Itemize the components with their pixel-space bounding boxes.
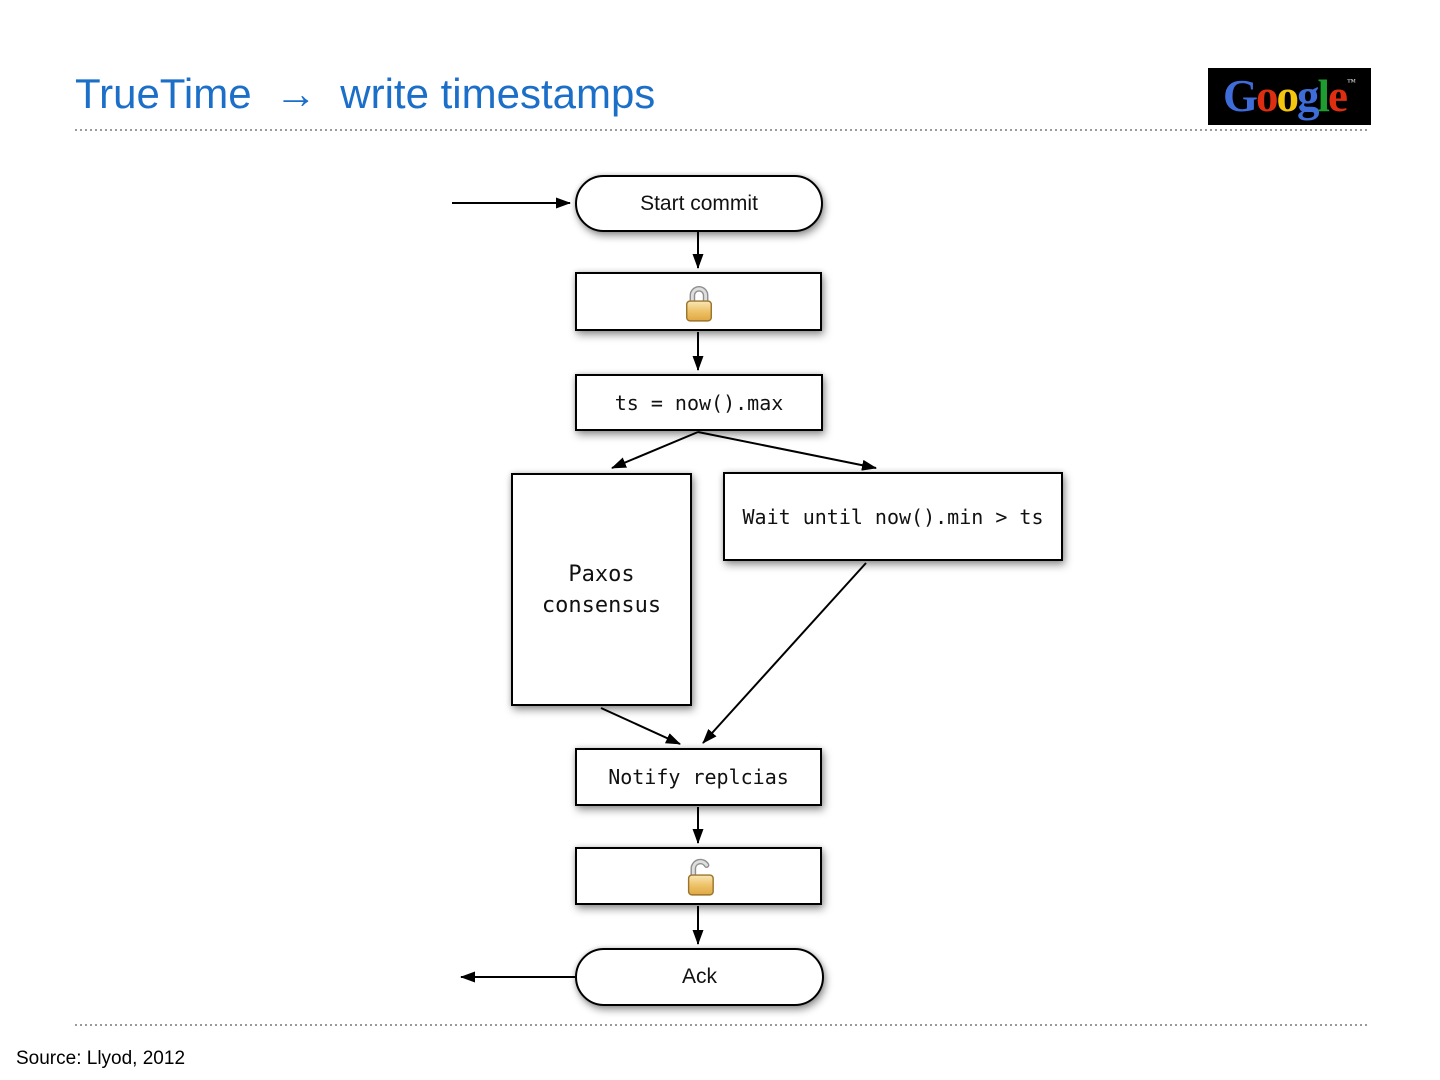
node-notify-replicas: Notify replcias <box>575 748 822 806</box>
node-acquire-locks <box>575 272 822 331</box>
node-wait-until: Wait until now().min > ts <box>723 472 1063 561</box>
edge-wait-to-notify <box>702 562 867 744</box>
lock-closed-icon <box>685 285 712 322</box>
node-paxos-consensus: Paxos consensus <box>511 473 692 706</box>
logo-letter: e <box>1328 71 1348 121</box>
logo-letter: G <box>1222 71 1258 121</box>
logo-letter: l <box>1317 71 1330 121</box>
google-logo-word: G o o g l e ™ <box>1223 74 1356 119</box>
node-label: Start commit <box>640 191 758 215</box>
trademark-symbol: ™ <box>1347 77 1356 87</box>
header-divider <box>75 129 1370 131</box>
node-start-commit: Start commit <box>575 175 823 232</box>
edge-paxos-to-notify <box>600 707 681 745</box>
node-assign-timestamp: ts = now().max <box>575 374 823 431</box>
google-logo: G o o g l e ™ <box>1208 68 1371 125</box>
edge-assign-to-paxos <box>611 431 699 469</box>
node-label: Ack <box>681 965 717 988</box>
node-ack: Ack <box>575 948 824 1006</box>
node-label: Wait until now().min > ts <box>742 504 1044 529</box>
page-title: TrueTime → write timestamps <box>75 70 656 117</box>
node-label: Paxos consensus <box>541 561 662 618</box>
node-release-locks <box>575 847 822 905</box>
node-label: ts = now().max <box>614 390 784 415</box>
lock-open-icon <box>687 858 714 896</box>
logo-letter: o <box>1276 71 1299 121</box>
logo-letter: g <box>1297 71 1319 121</box>
node-label: Notify replcias <box>608 765 789 789</box>
source-note: Source: Llyod, 2012 <box>16 1048 186 1069</box>
logo-letter: o <box>1256 71 1278 121</box>
footer-divider <box>75 1024 1370 1026</box>
edge-assign-to-wait <box>697 431 877 471</box>
